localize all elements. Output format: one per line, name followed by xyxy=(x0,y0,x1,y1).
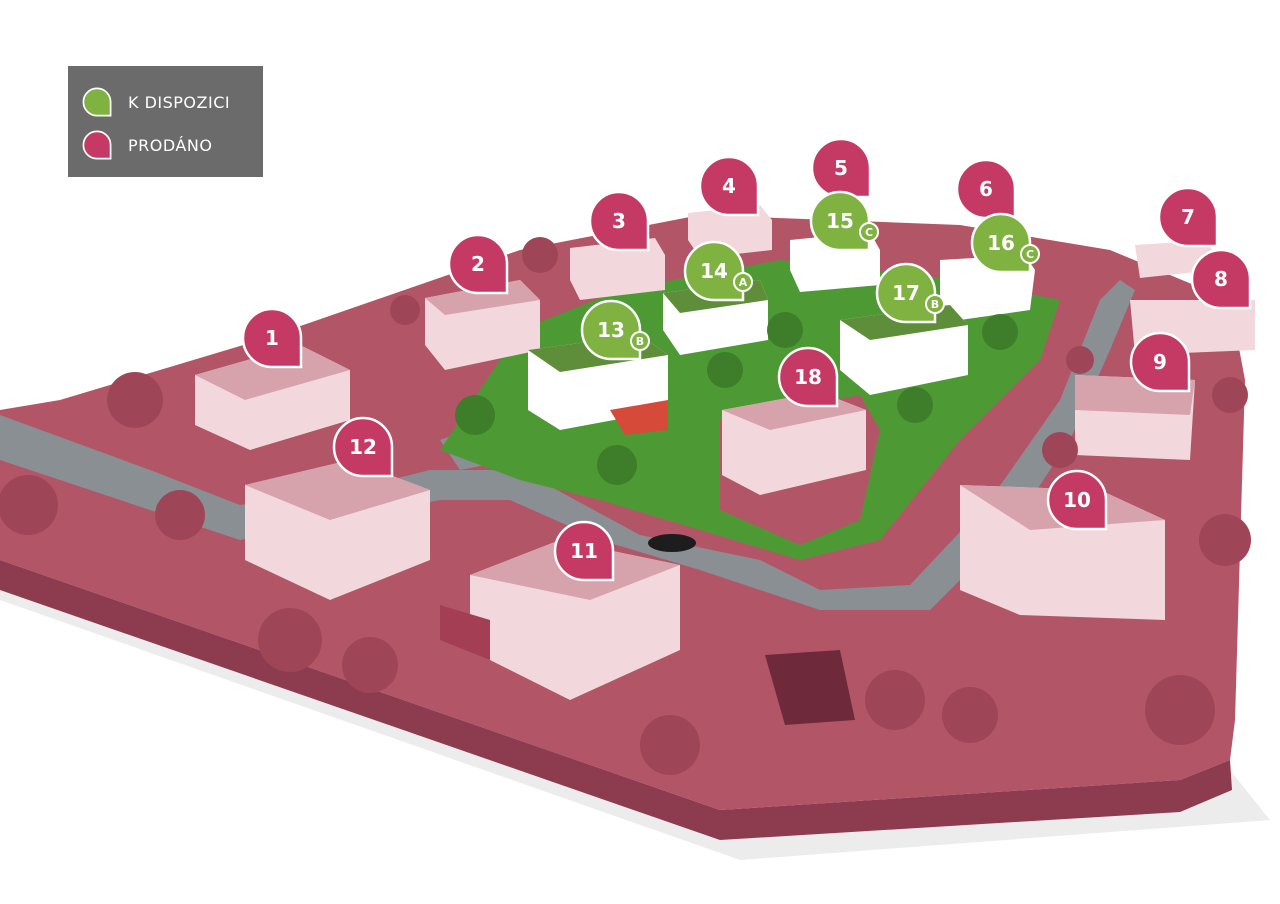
plot-number: 6 xyxy=(979,177,993,201)
plot-number: 3 xyxy=(612,209,626,233)
available-pin-icon xyxy=(683,240,745,302)
trees xyxy=(0,237,1251,775)
plot-number: 18 xyxy=(794,365,822,389)
plot-marker-18[interactable]: 18 xyxy=(777,346,839,408)
plot-marker-10[interactable]: 10 xyxy=(1046,469,1108,531)
sold-pin-icon xyxy=(955,158,1017,220)
sold-pin-icon xyxy=(1190,248,1252,310)
plot-number: 16 xyxy=(987,231,1015,255)
legend-available-label: K DISPOZICI xyxy=(128,92,231,112)
available-pin-icon xyxy=(875,262,937,324)
sold-pin-icon xyxy=(1046,469,1108,531)
available-pin-icon xyxy=(809,190,871,252)
plot-number: 15 xyxy=(826,209,854,233)
legend: K DISPOZICI PRODÁNO xyxy=(68,66,263,177)
available-pin-icon xyxy=(970,212,1032,274)
plot-marker-11[interactable]: 11 xyxy=(553,520,615,582)
plot-marker-2[interactable]: 2 xyxy=(447,233,509,295)
sold-pin-icon xyxy=(1129,331,1191,393)
plot-number: 11 xyxy=(570,539,598,563)
sold-pin-icon xyxy=(241,307,303,369)
plot-number: 10 xyxy=(1063,488,1091,512)
legend-item-available: K DISPOZICI xyxy=(80,85,230,119)
plot-marker-5[interactable]: 5 xyxy=(810,137,872,199)
sold-pin-icon xyxy=(698,155,760,217)
plot-variant-badge: A xyxy=(733,272,753,292)
plot-variant-badge: C xyxy=(859,222,879,242)
plot-number: 12 xyxy=(349,435,377,459)
sold-pin-icon xyxy=(82,130,112,160)
plot-number: 14 xyxy=(700,259,728,283)
plot-marker-9[interactable]: 9 xyxy=(1129,331,1191,393)
plot-number: 5 xyxy=(834,156,848,180)
plot-marker-8[interactable]: 8 xyxy=(1190,248,1252,310)
sold-pin-icon xyxy=(588,190,650,252)
plot-number: 17 xyxy=(892,281,920,305)
available-pin-icon xyxy=(82,87,112,117)
available-pin-icon xyxy=(580,299,642,361)
plot-marker-12[interactable]: 12 xyxy=(332,416,394,478)
plot-number: 4 xyxy=(722,174,736,198)
sold-pin-icon xyxy=(447,233,509,295)
plot-marker-7[interactable]: 7 xyxy=(1157,186,1219,248)
legend-sold-label: PRODÁNO xyxy=(128,135,213,155)
car xyxy=(648,534,696,552)
plot-number: 9 xyxy=(1153,350,1167,374)
plot-variant-badge: C xyxy=(1020,244,1040,264)
plot-number: 8 xyxy=(1214,267,1228,291)
sold-pin-icon xyxy=(332,416,394,478)
plot-number: 7 xyxy=(1181,205,1195,229)
sold-pin-icon xyxy=(1157,186,1219,248)
sold-pin-icon xyxy=(810,137,872,199)
plot-number: 2 xyxy=(471,252,485,276)
sold-pin-icon xyxy=(553,520,615,582)
plot-marker-1[interactable]: 1 xyxy=(241,307,303,369)
houses xyxy=(195,205,1255,725)
plot-number: 1 xyxy=(265,326,279,350)
plot-variant-badge: B xyxy=(925,294,945,314)
plot-marker-6[interactable]: 6 xyxy=(955,158,1017,220)
plot-variant-badge: B xyxy=(630,331,650,351)
plot-number: 13 xyxy=(597,318,625,342)
legend-item-sold: PRODÁNO xyxy=(80,128,212,162)
plot-marker-3[interactable]: 3 xyxy=(588,190,650,252)
sold-pin-icon xyxy=(777,346,839,408)
plot-marker-4[interactable]: 4 xyxy=(698,155,760,217)
